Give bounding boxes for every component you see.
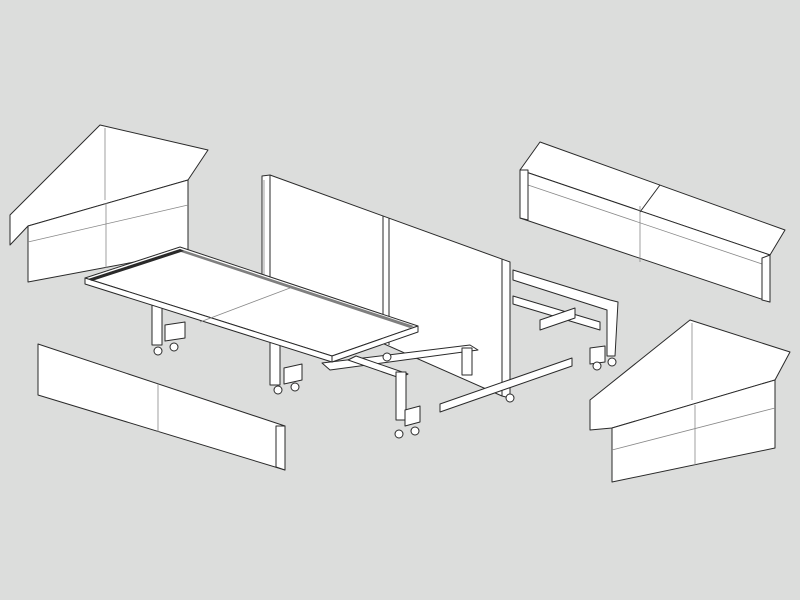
shelf-panel-right (519, 141, 786, 303)
side-panel-right (589, 319, 791, 483)
desktop-surface (84, 246, 419, 363)
modesty-panel-left (37, 343, 286, 471)
desk-frame (151, 269, 619, 439)
side-panel-left (9, 124, 209, 283)
